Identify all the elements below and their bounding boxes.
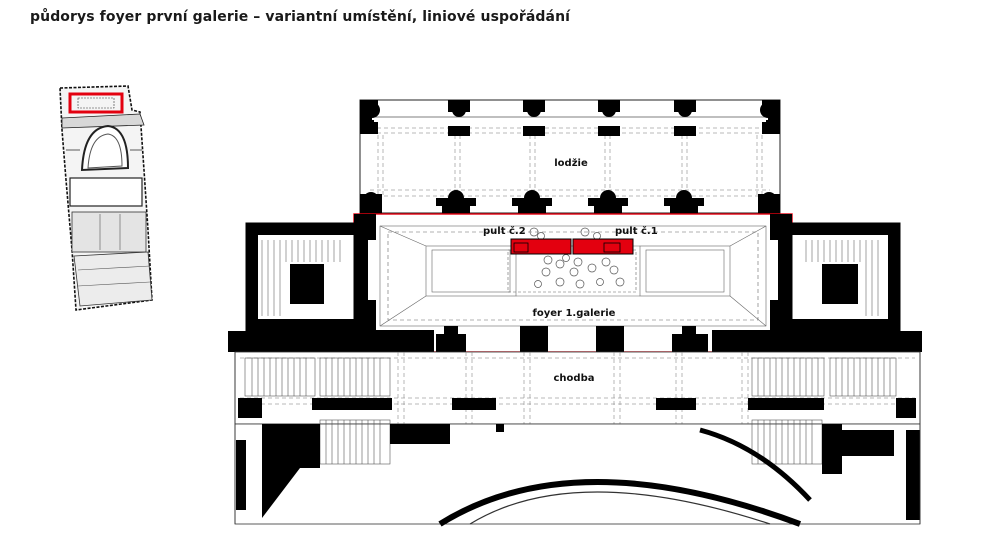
main-plan: [228, 99, 922, 527]
label-lodzie: lodžie: [554, 157, 588, 169]
counter-1: [572, 238, 634, 255]
label-chodba: chodba: [554, 373, 595, 384]
key-plan: [59, 85, 153, 311]
page-title: půdorys foyer první galerie – variantní …: [30, 9, 571, 25]
key-plan-highlight: [68, 92, 124, 114]
label-pult-2: pult č.2: [483, 225, 526, 237]
label-pult-1: pult č.1: [615, 225, 658, 237]
label-foyer: foyer 1.galerie: [533, 308, 616, 319]
